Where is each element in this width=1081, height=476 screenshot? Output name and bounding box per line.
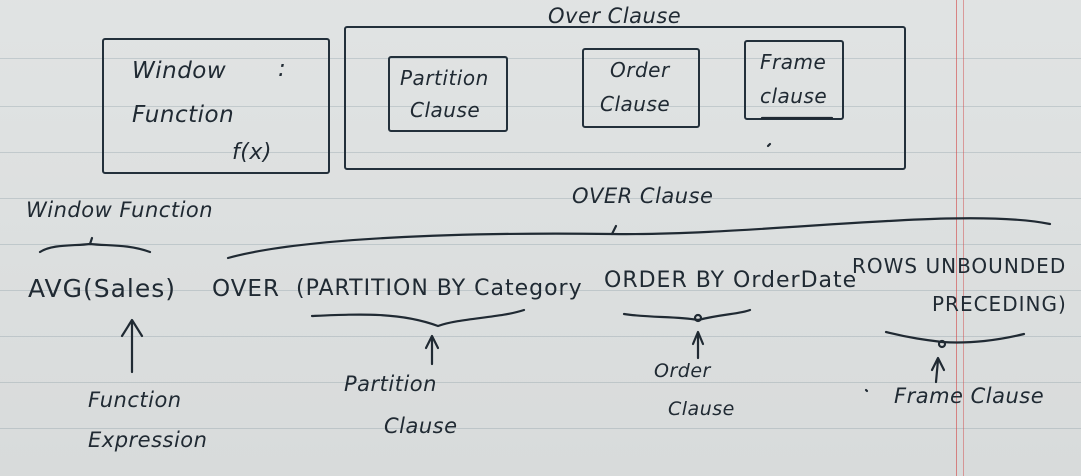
function-expression-line1: Function [88,388,182,412]
expr-order: ORDER BY OrderDate [604,268,858,293]
frame-clause-annotation: Frame Clause [894,384,1045,408]
frame-brace [884,330,1026,344]
order-clause-box-line2: Clause [600,92,671,116]
frame-clause-box-line2: clause [760,84,828,108]
window-function-box-line2: Function [132,102,235,128]
partition-clause-box-line2: Clause [410,98,481,122]
expr-frame-line1: ROWS UNBOUNDED [852,254,1067,278]
ruled-line [0,152,1081,153]
order-brace [622,308,752,322]
expr-over: OVER [212,276,280,302]
order-clause-line1: Order [654,360,711,382]
ruled-line [0,382,1081,383]
window-function-brace [38,242,152,254]
window-function-box-line1: Window [132,58,227,84]
partition-clause-box: Partition Clause [388,56,508,132]
partition-arrowhead [424,334,440,350]
function-expression-arrowhead [120,318,144,338]
expr-func: AVG(Sales) [28,274,177,303]
order-brace-dot [693,313,703,323]
frame-arrow [934,358,940,384]
over-clause-brace [226,217,1052,260]
ruled-line [0,290,1081,291]
order-clause-box-line1: Order [610,58,670,82]
ruled-line [0,428,1081,429]
frame-arrowhead [930,356,946,372]
window-function-label: Window Function [26,198,214,222]
over-clause-brace-tip [610,224,618,236]
partition-brace [310,308,526,328]
ruled-line [0,106,1081,107]
ruled-line [0,58,1081,59]
frame-clause-box: Frame clause [744,40,844,120]
frame-brace-dot [937,339,947,349]
ruled-line [0,336,1081,337]
stray-dot [864,388,869,393]
frame-clause-box-line1: Frame [760,50,827,74]
expr-frame-line2: PRECEDING) [932,292,1067,316]
over-clause-title: Over Clause [548,4,682,28]
order-clause-line2: Clause [668,398,735,420]
partition-clause-box-line1: Partition [400,66,489,90]
function-expression-line2: Expression [88,428,208,452]
over-clause-box: Partition Clause Order Clause Frame clau… [344,26,906,170]
ruled-line [0,198,1081,199]
ruled-line [0,244,1081,245]
expr-partition: (PARTITION BY Category [296,276,583,301]
order-clause-box: Order Clause [582,48,700,128]
window-function-box-colon: : [278,56,287,82]
over-clause-label: OVER Clause [572,184,714,208]
window-function-box-fx: f(x) [232,140,272,165]
order-arrowhead [691,330,705,346]
partition-clause-line2: Clause [384,414,458,438]
partition-clause-line1: Partition [344,372,437,396]
window-function-box: Window : Function f(x) [102,38,330,174]
